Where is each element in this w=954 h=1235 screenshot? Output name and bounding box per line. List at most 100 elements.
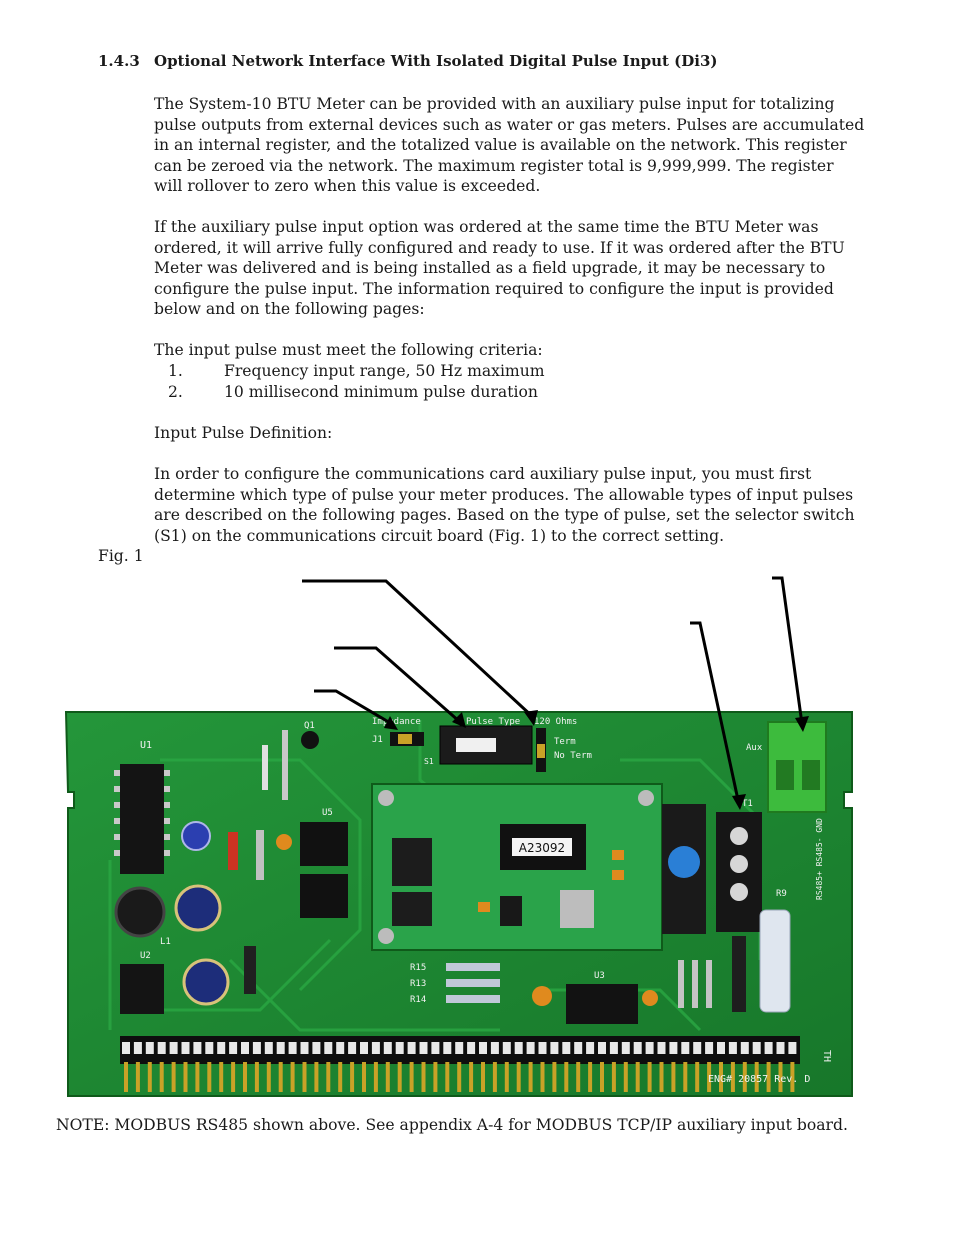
header-pin [326, 1062, 331, 1092]
header-socket [312, 1042, 321, 1054]
label-s1: S1 [424, 757, 434, 766]
power-resistor-r9 [759, 909, 791, 1013]
header-socket [157, 1042, 166, 1054]
transistor-q1 [301, 731, 319, 749]
label-q1: Q1 [304, 721, 315, 731]
header-pin [171, 1062, 176, 1092]
label-r14: R14 [410, 995, 426, 1005]
header-socket [467, 1042, 476, 1054]
header-socket [205, 1042, 214, 1054]
header-socket [776, 1042, 785, 1054]
header-pin [290, 1062, 295, 1092]
header-pin [135, 1062, 140, 1092]
chip-label-sticker [512, 838, 572, 856]
label-aux: Aux [746, 743, 763, 753]
header-pin [683, 1062, 688, 1092]
header-pin [588, 1062, 593, 1092]
header-pins [122, 1042, 797, 1092]
label-l1: L1 [160, 937, 171, 947]
resistor [282, 730, 288, 800]
diode [732, 936, 746, 1012]
note-text: NOTE: MODBUS RS485 shown above. See appe… [56, 1116, 848, 1134]
header-pin [278, 1062, 283, 1092]
header-pin [302, 1062, 307, 1092]
resistor [262, 745, 268, 790]
header-socket [264, 1042, 273, 1054]
regulator [500, 896, 522, 926]
header-socket [181, 1042, 190, 1054]
label-th: TH [821, 1050, 832, 1062]
definition-paragraph: In order to configure the communications… [154, 465, 855, 545]
optocoupler [300, 822, 348, 866]
crystal-oscillator [560, 890, 594, 928]
callout-lines [302, 576, 804, 801]
header-pin [623, 1062, 628, 1092]
header-pin [445, 1062, 450, 1092]
header-socket [562, 1042, 571, 1054]
label-j1: J1 [372, 735, 383, 745]
header-socket [788, 1042, 797, 1054]
header-pin [695, 1062, 700, 1092]
header-pin [528, 1062, 533, 1092]
header-pin [231, 1062, 236, 1092]
header-socket [455, 1042, 464, 1054]
header-pin [338, 1062, 343, 1092]
resistor [256, 830, 264, 880]
header-pin [671, 1062, 676, 1092]
section-title: Optional Network Interface With Isolated… [154, 52, 718, 70]
header-pin [207, 1062, 212, 1092]
definition-heading: Input Pulse Definition: [154, 424, 333, 442]
header-pin [552, 1062, 557, 1092]
header-socket [217, 1042, 226, 1054]
label-impedance: Impedance [372, 717, 421, 727]
header-pin [243, 1062, 247, 1092]
chip-label: A23092 [519, 841, 565, 855]
diode [228, 832, 238, 870]
header-socket [145, 1042, 154, 1054]
header-socket [300, 1042, 309, 1054]
list-item: 2.10 millisecond minimum pulse duration [168, 383, 538, 401]
header-pin [778, 1062, 783, 1092]
header-socket [169, 1042, 178, 1054]
header-pin [576, 1062, 581, 1092]
label-u3: U3 [594, 971, 605, 981]
header-pin [183, 1062, 188, 1092]
header-pin [266, 1062, 271, 1092]
trimmer [668, 846, 700, 878]
header-pin [397, 1062, 402, 1092]
header-pin [742, 1062, 747, 1092]
header-socket [550, 1042, 559, 1054]
capacitor-tantalum [276, 834, 292, 850]
terminal-screw [730, 855, 748, 873]
header-socket [574, 1042, 583, 1054]
criteria-intro: The input pulse must meet the following … [154, 341, 543, 359]
header-pin [647, 1062, 652, 1092]
header-socket [360, 1042, 368, 1054]
label-120-ohms: 120 Ohms [534, 717, 577, 727]
dip-switch [392, 838, 432, 886]
dip-switch [392, 892, 432, 926]
header-socket [526, 1042, 535, 1054]
chip-u1 [120, 764, 164, 874]
header-pin [409, 1062, 414, 1092]
chip-u2 [120, 964, 164, 1014]
header-socket [407, 1042, 416, 1054]
header-socket [395, 1042, 404, 1054]
diode [244, 946, 256, 994]
header-pin [385, 1062, 390, 1092]
header-socket [669, 1042, 678, 1054]
header-socket [193, 1042, 202, 1054]
list-item: 1.Frequency input range, 50 Hz maximum [168, 362, 545, 380]
header-socket [288, 1042, 297, 1054]
mounting-screw [378, 928, 394, 944]
callout-arrowheads [384, 710, 809, 810]
header-pin [719, 1062, 723, 1092]
mounting-screw [638, 790, 654, 806]
header-socket [229, 1042, 238, 1054]
header-socket [336, 1042, 345, 1054]
label-pulse-type: Pulse Type [466, 717, 520, 727]
header-pin [611, 1062, 616, 1092]
label-no-term: No Term [554, 751, 592, 761]
label-u1: U1 [140, 740, 152, 751]
header-socket [645, 1042, 654, 1054]
